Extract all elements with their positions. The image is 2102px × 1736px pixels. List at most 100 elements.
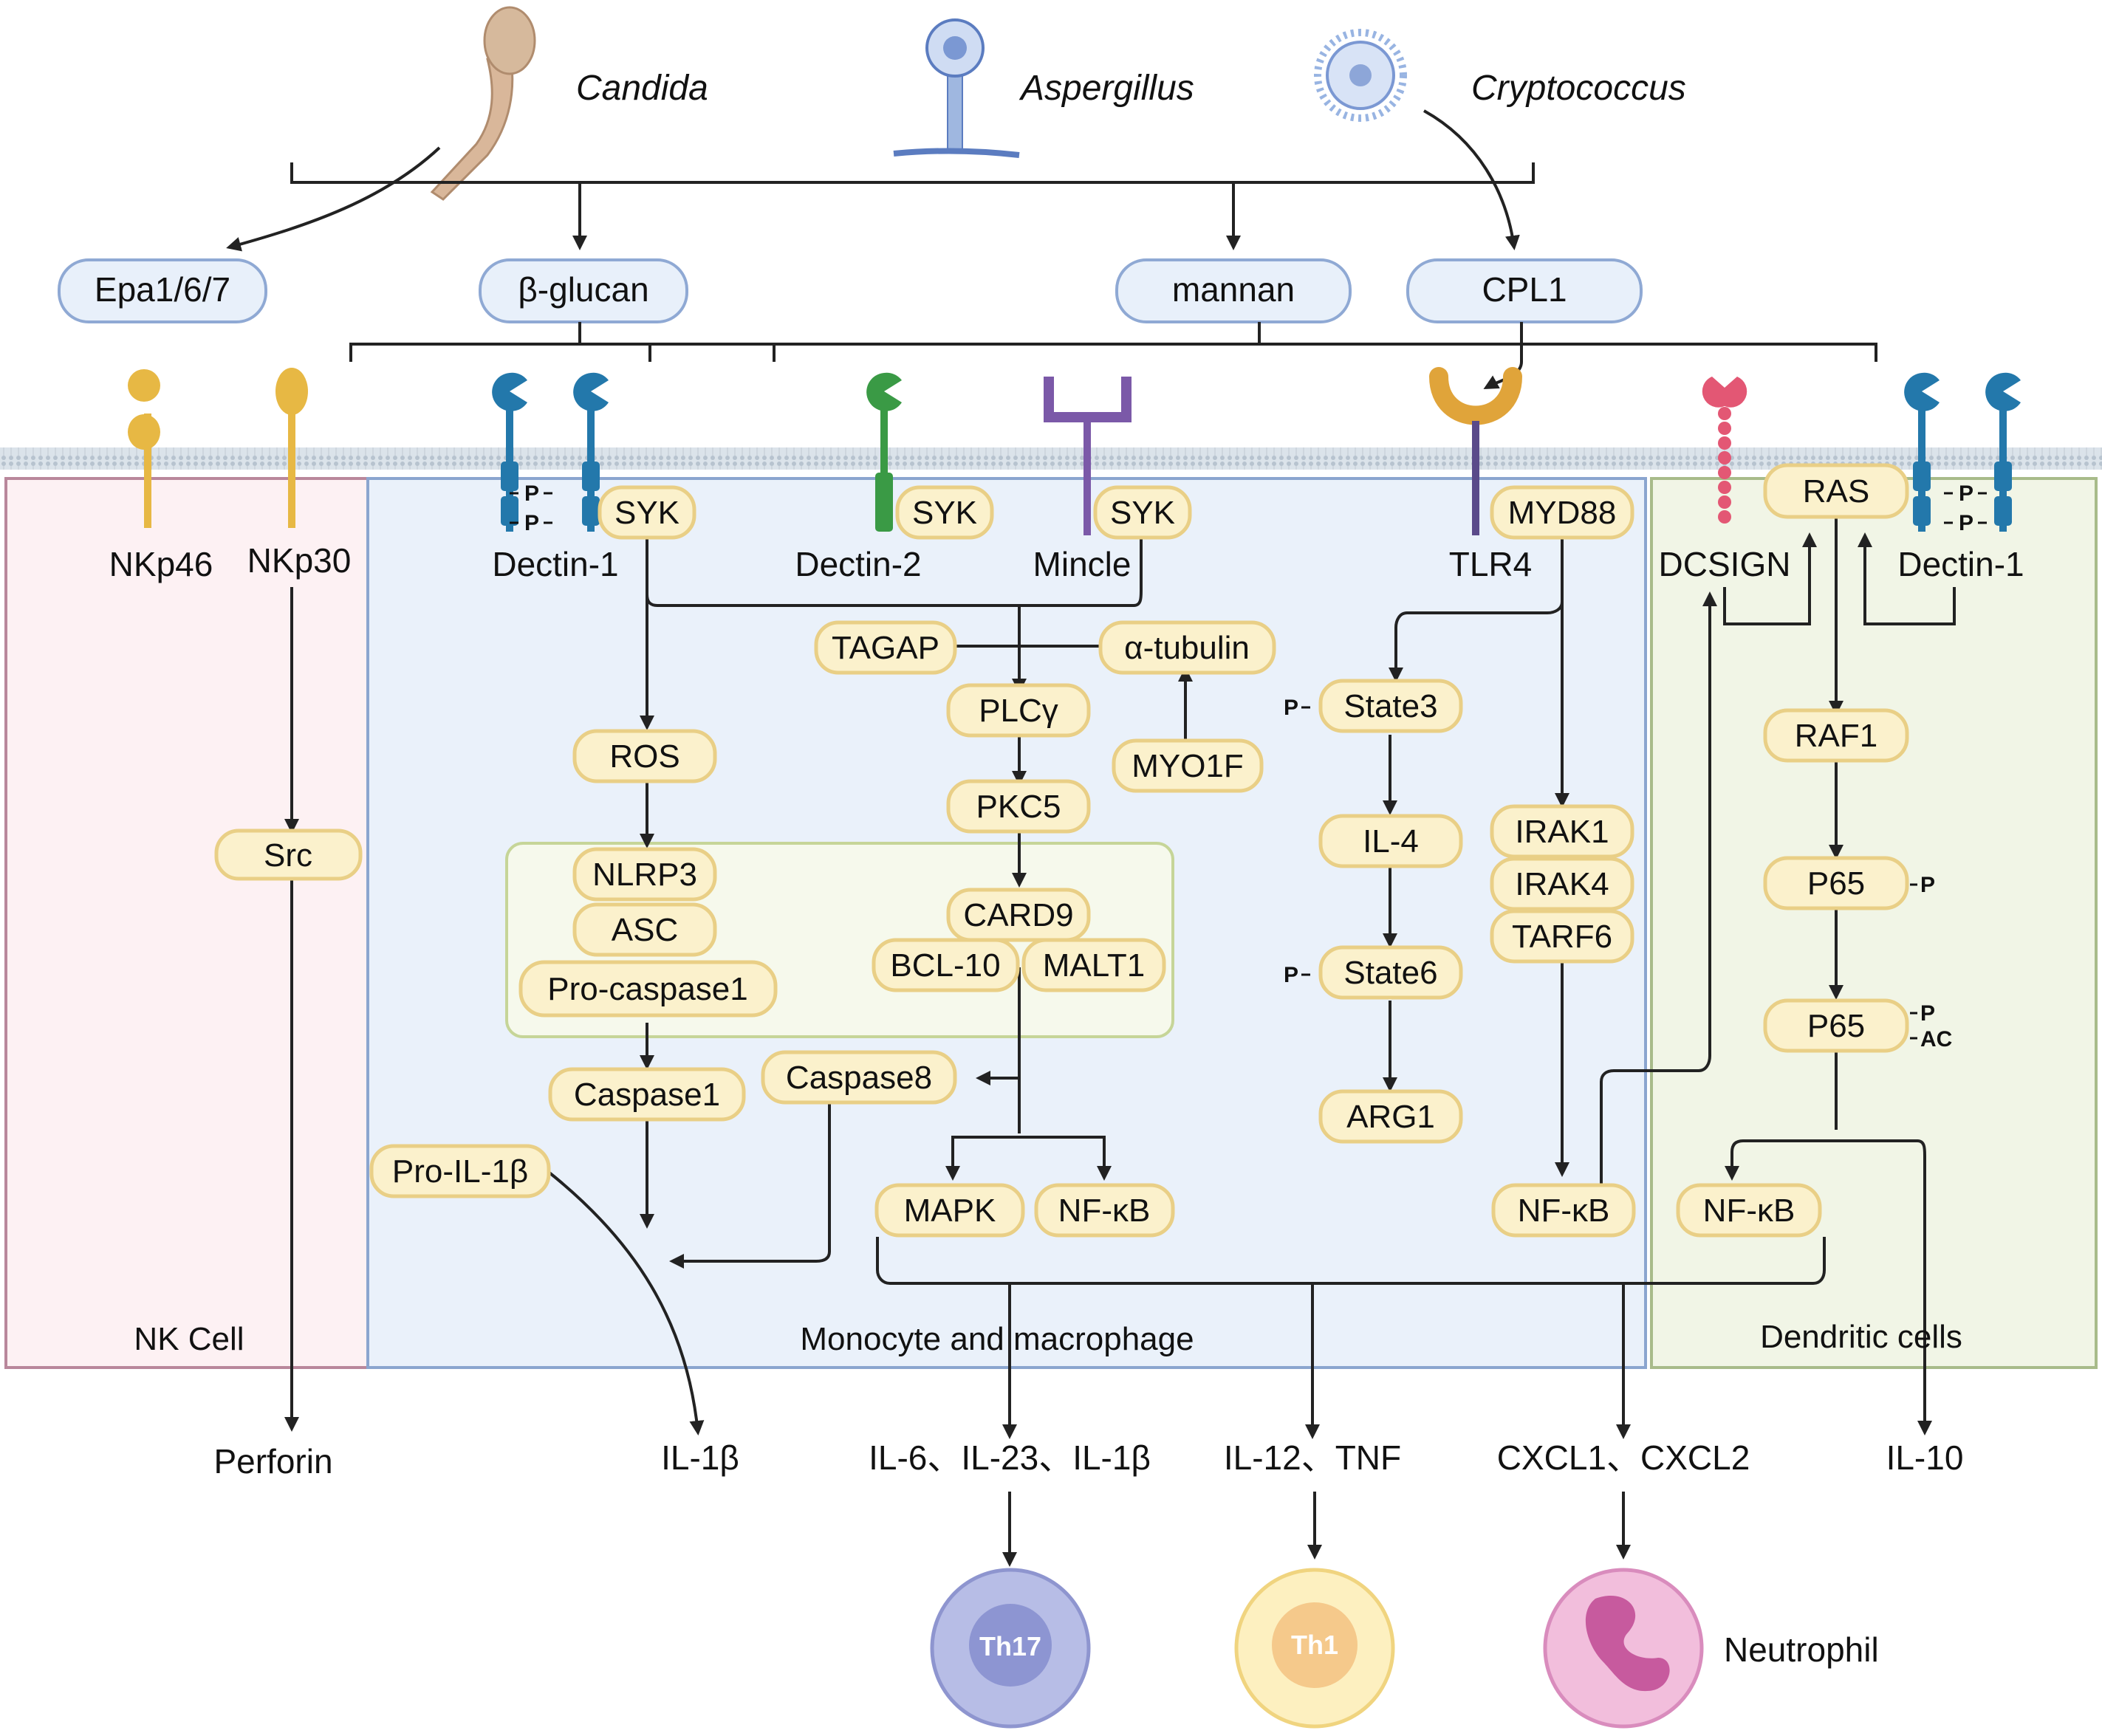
svg-text:State3: State3 [1343,688,1437,724]
svg-text:IRAK4: IRAK4 [1515,866,1609,902]
svg-text:PLCγ: PLCγ [979,693,1058,729]
svg-text:ROS: ROS [609,738,679,775]
phospho-mark: P [1284,963,1298,987]
nkp30-label: NKp30 [247,541,352,580]
nkp46-label: NKp46 [109,545,213,583]
pkc5-node: PKC5 [946,779,1091,834]
nk-cell-region [4,477,369,1369]
asc-node: ASC [572,902,717,957]
svg-text:State6: State6 [1343,955,1437,991]
myo1f-node: MYO1F [1112,738,1264,793]
svg-text:SYK: SYK [912,495,977,531]
svg-text:MAPK: MAPK [904,1193,996,1229]
malt1-node: MALT1 [1021,938,1166,992]
ligand-glucan: β-glucan [479,258,688,323]
fungi-bracket [226,109,1535,252]
svg-text:Pro-IL-1β: Pro-IL-1β [392,1153,528,1190]
p65-node: P65 [1763,856,1909,910]
phospho-mark: P [1920,1001,1935,1026]
il1b-output: IL-1β [661,1438,739,1477]
dectin2-receptor-icon [866,372,902,532]
ros-node: ROS [572,729,717,783]
svg-text:IRAK1: IRAK1 [1515,814,1609,850]
th1-cell-icon: Th1 [1234,1568,1395,1729]
svg-text:SYK: SYK [1110,495,1175,531]
svg-text:NF-κB: NF-κB [1518,1193,1610,1229]
nlrp3-node: NLRP3 [572,847,717,902]
arg1-node: ARG1 [1318,1089,1463,1144]
candida-icon [430,6,536,201]
ligand-bracket [349,322,1877,389]
pro-il1b-node: Pro-IL-1β [369,1144,551,1198]
cell-membrane [0,447,2102,470]
ligand-mannan: mannan [1115,258,1352,323]
procaspase1-node: Pro-caspase1 [518,960,778,1018]
pathway-arrows [284,517,1956,1567]
svg-text:Pro-caspase1: Pro-caspase1 [547,971,747,1007]
ligand-epa: Epa1/6/7 [58,258,267,323]
raf1-node: RAF1 [1763,708,1909,763]
dcsign-label: DCSIGN [1659,545,1791,583]
acetyl-mark: AC [1920,1027,1952,1051]
svg-text:P65: P65 [1807,865,1865,902]
phospho-mark: P [1284,696,1298,720]
svg-text:NLRP3: NLRP3 [592,857,697,893]
p65-acetyl-node: P65 [1763,998,1909,1053]
tarf6-node: TARF6 [1490,909,1634,964]
tagap-node: TAGAP [814,620,957,675]
svg-text:MYO1F: MYO1F [1132,748,1244,784]
svg-text:BCL-10: BCL-10 [890,947,1000,984]
svg-text:TAGAP: TAGAP [832,630,939,666]
phospho-mark: P [1959,481,1973,506]
cxcl-output: CXCL1、CXCL2 [1497,1438,1750,1477]
nfkb-node: NF-κB [1676,1183,1822,1238]
tubulin-node: α-tubulin [1098,620,1276,675]
state3-node: State3 [1318,679,1463,733]
neutrophil-label: Neutrophil [1724,1630,1879,1669]
dcsign-receptor-icon [1702,377,1747,524]
candida-label: Candida [576,69,708,108]
nkp30-receptor-icon [275,368,308,528]
svg-text:NF-κB: NF-κB [1703,1193,1795,1229]
src-node: Src [214,828,363,881]
svg-text:TARF6: TARF6 [1512,919,1612,955]
svg-text:RAF1: RAF1 [1795,718,1877,754]
il6-output: IL-6、IL-23、IL-1β [869,1438,1151,1477]
cryptococcus-icon [1314,29,1407,122]
svg-text:MYD88: MYD88 [1508,495,1617,531]
epa-label: Epa1/6/7 [95,270,230,309]
caspase8-node: Caspase8 [761,1050,957,1105]
tlr4-receptor-icon [1429,367,1522,535]
il4-node: IL-4 [1318,814,1463,868]
th17-cell-icon: Th17 [930,1568,1091,1729]
plcg-node: PLCγ [946,683,1091,738]
svg-text:Caspase8: Caspase8 [786,1060,932,1096]
syk-node: SYK [598,485,696,540]
nfkb-node: NF-κB [1034,1183,1175,1238]
svg-text:P65: P65 [1807,1008,1865,1044]
aspergillus-icon [893,18,1020,158]
phospho-mark: P [524,481,539,506]
syk-node: SYK [1093,485,1192,540]
monocyte-label: Monocyte and macrophage [800,1321,1194,1357]
tlr4-label: TLR4 [1449,545,1532,583]
svg-text:Caspase1: Caspase1 [574,1077,720,1113]
dectin1-dc-label: Dectin-1 [1897,545,2024,583]
svg-text:ARG1: ARG1 [1346,1099,1435,1135]
cpl1-label: CPL1 [1482,270,1567,309]
svg-text:α-tubulin: α-tubulin [1124,630,1250,666]
ras-node: RAS [1763,463,1909,519]
mincle-label: Mincle [1033,545,1132,583]
phospho-mark: P [524,511,539,535]
dectin1-label: Dectin-1 [492,545,618,583]
nkp46-receptor-icon [128,369,160,528]
phospho-mark: P [1920,873,1935,897]
svg-text:RAS: RAS [1803,473,1869,510]
svg-text:MALT1: MALT1 [1043,947,1146,984]
mapk-node: MAPK [874,1183,1025,1238]
th17-label: Th17 [979,1631,1041,1661]
perforin-label: Perforin [213,1442,332,1481]
mincle-receptor-icon [1044,377,1132,535]
svg-text:Src: Src [264,837,312,874]
